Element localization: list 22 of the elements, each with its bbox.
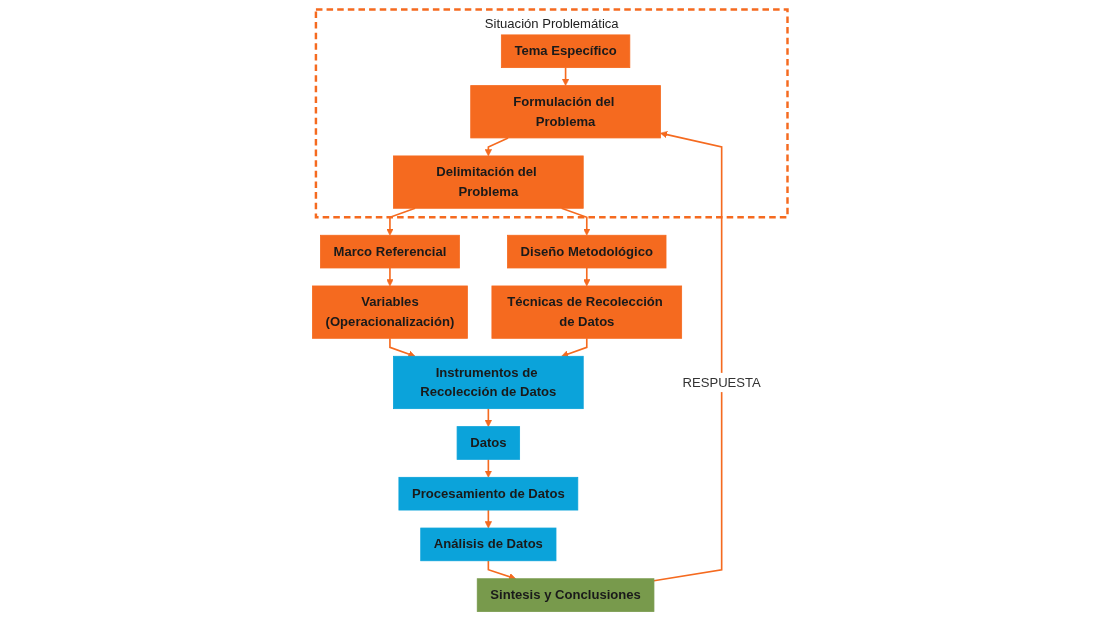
arrow <box>484 458 492 478</box>
arrow <box>388 337 415 358</box>
node-box: Variables (Operacionalización) <box>311 285 468 339</box>
arrow <box>484 509 492 529</box>
node-box: Análisis de Datos <box>419 527 556 562</box>
node-box: Marco Referencial <box>319 234 460 269</box>
arrow <box>385 267 394 287</box>
node-box: Instrumentos de Recolección de Datos <box>392 355 584 410</box>
node-box: Tema Específico <box>500 34 630 68</box>
node-box: Técnicas de Recolección de Datos <box>491 285 682 339</box>
edge-label: RESPUESTA <box>682 375 761 390</box>
arrow <box>582 267 590 287</box>
node-box: Procesamiento de Datos <box>398 476 578 511</box>
node-box: Diseño Metodológico <box>506 234 666 269</box>
node-box: Datos <box>456 426 520 460</box>
arrow <box>385 207 416 236</box>
node-box: Delimitación del Problema <box>392 155 584 209</box>
arrow <box>484 137 509 157</box>
node-box: Sintesis y Conclusiones <box>476 578 654 612</box>
arrow <box>560 337 588 358</box>
arrow <box>652 131 722 582</box>
node-box: Formulación del Problema <box>469 85 661 139</box>
